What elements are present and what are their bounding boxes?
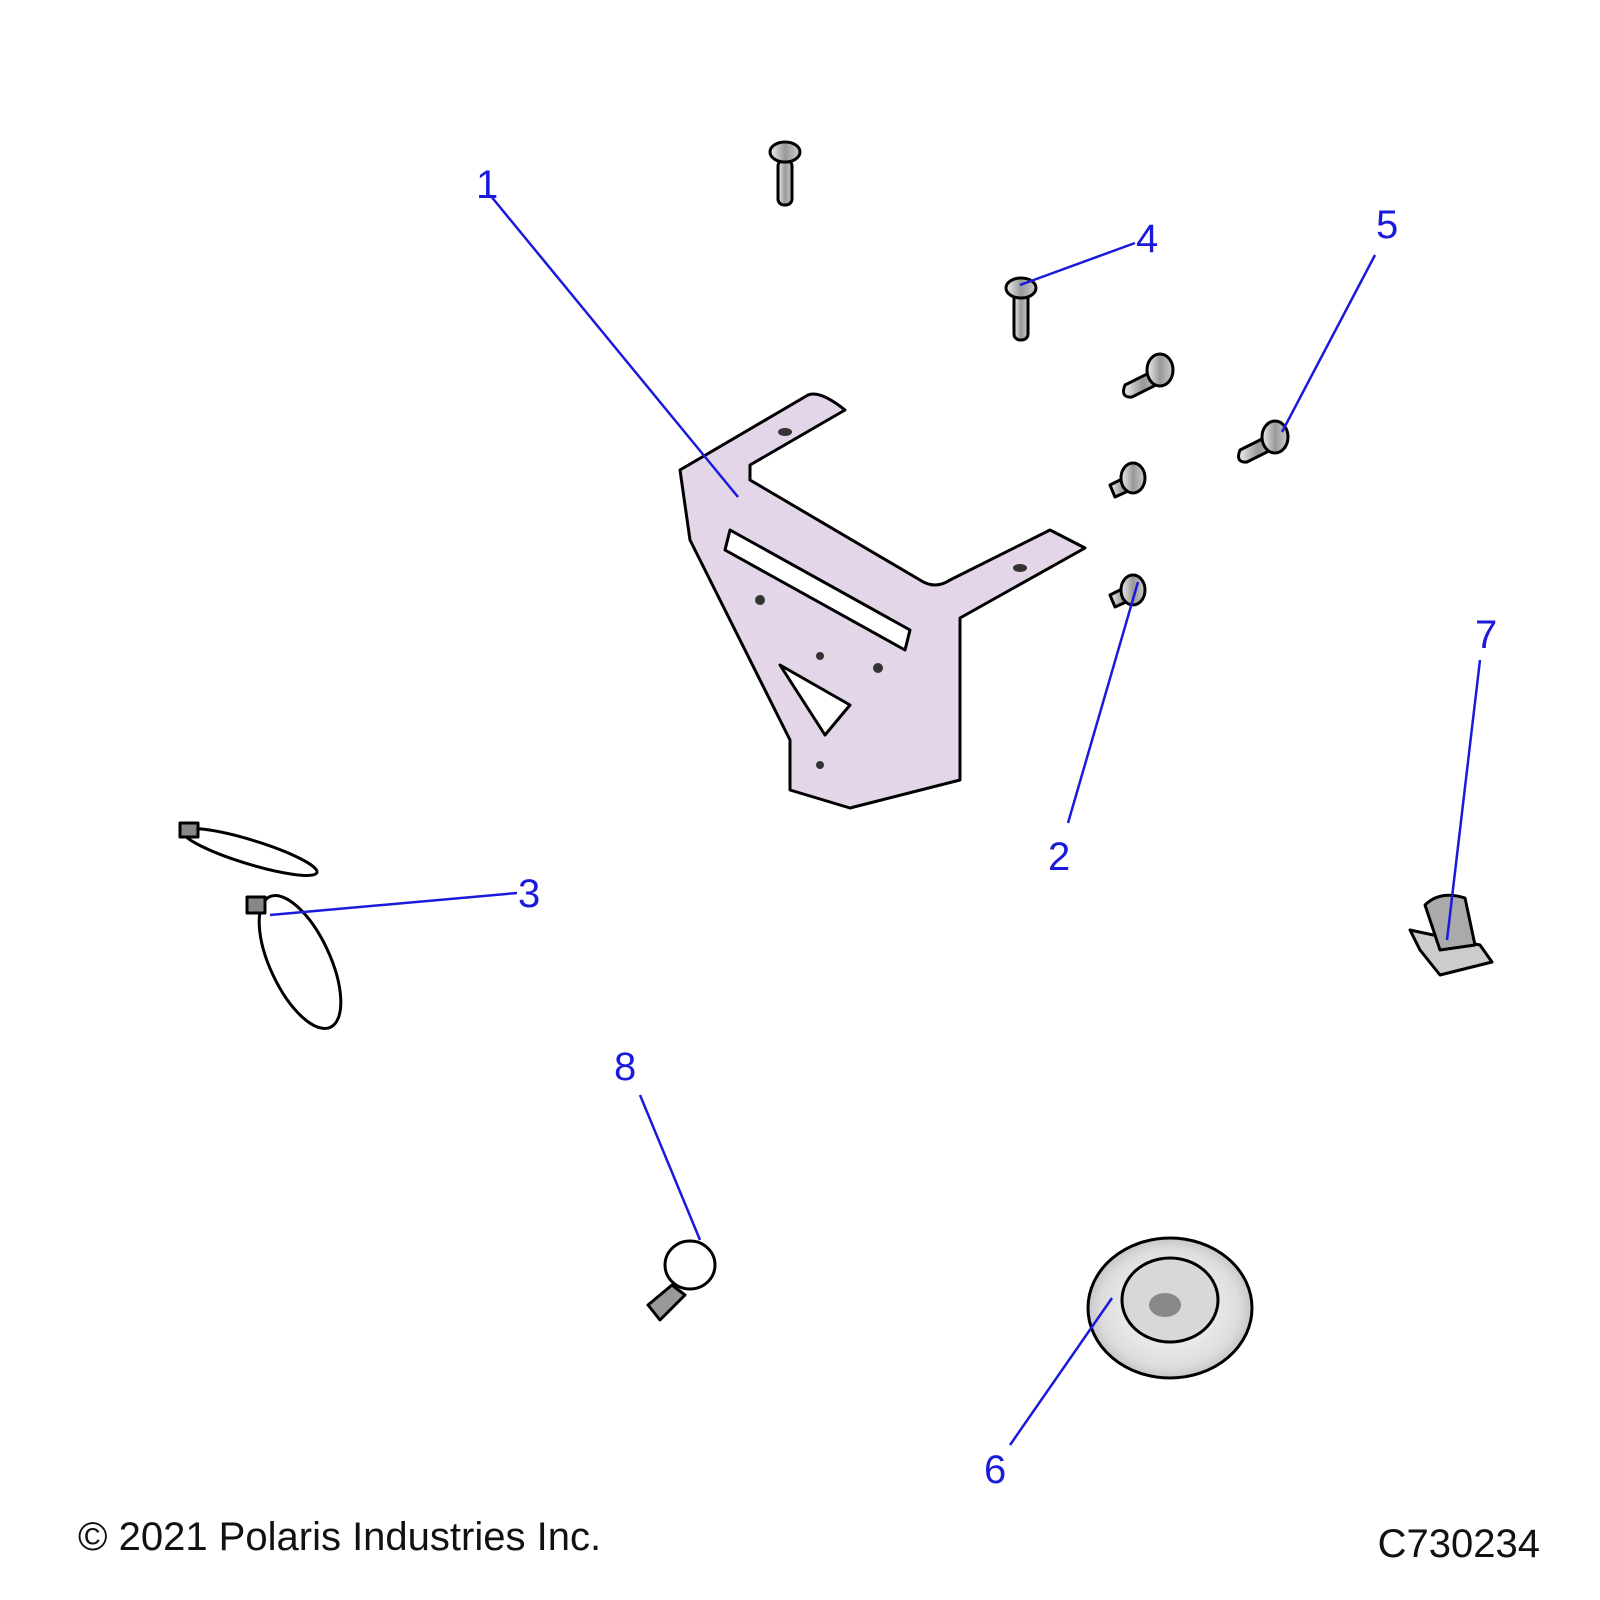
leader-1 [489,194,739,498]
callout-1: 1 [476,163,498,207]
callout-7: 7 [1475,613,1497,657]
cable-tie-loop [245,894,343,1030]
bolt-upper-right [1122,352,1175,399]
callout-4: 4 [1136,217,1158,261]
leader-4 [1019,241,1136,287]
bolt-part-5 [1237,419,1290,464]
callout-8: 8 [614,1045,636,1089]
leader-2 [1066,581,1140,824]
screw-part-4 [1004,276,1038,342]
callout-2: 2 [1048,835,1070,879]
cable-tie-flat [178,821,319,877]
leader-3 [269,891,518,917]
leader-7 [1445,659,1482,941]
fastener-part-2-upper [1108,461,1147,499]
grommet [1086,1236,1254,1380]
fastener-part-2 [1108,573,1147,609]
callout-5: 5 [1376,203,1398,247]
screw-top [768,140,802,207]
leader-6 [1008,1297,1114,1446]
mounting-bracket [678,392,1087,810]
callout-3: 3 [518,872,540,916]
copyright-notice: © 2021 Polaris Industries Inc. [78,1515,602,1559]
p-clamp [646,1239,717,1322]
drawing-number: C730234 [1377,1522,1540,1566]
leader-8 [638,1094,702,1241]
callout-6: 6 [984,1448,1006,1492]
leader-5 [1280,254,1377,433]
